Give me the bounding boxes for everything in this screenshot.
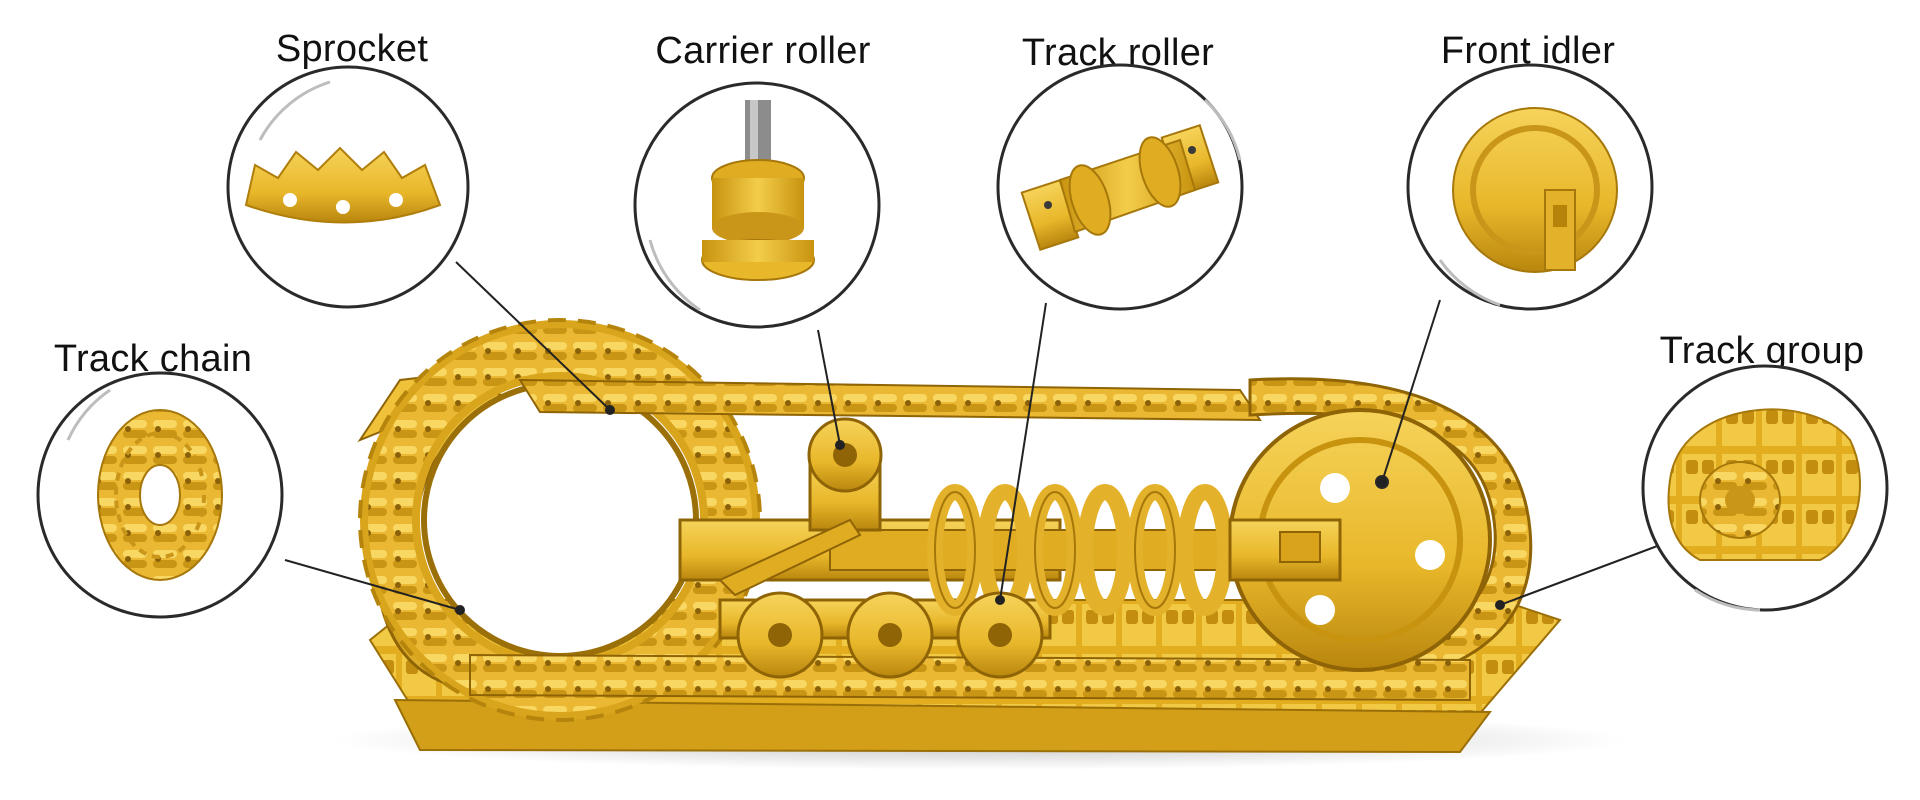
carrier-roller-icon <box>701 100 815 281</box>
lower-chain <box>469 653 1471 702</box>
leader-line-sprocket <box>455 261 611 411</box>
leader-line-carrier-roller <box>817 329 841 446</box>
callout-track-chain <box>36 371 284 619</box>
callout-front-idler <box>1406 63 1654 311</box>
label-sprocket: Sprocket <box>275 28 429 70</box>
track-chain-icon <box>97 409 223 581</box>
track-roller-icon <box>1020 124 1220 251</box>
callout-track-group <box>1641 364 1889 612</box>
recoil-spring <box>829 484 1342 616</box>
label-carrier-roller: Carrier roller <box>655 30 871 72</box>
track-group-icon <box>1667 408 1861 561</box>
leader-dots <box>455 405 1505 615</box>
leader-line-track-roller <box>999 302 1047 601</box>
undercarriage-assembly <box>330 318 1630 770</box>
leader-line-track-chain <box>284 559 461 611</box>
leader-lines <box>284 261 1661 611</box>
leader-line-track-group <box>1499 544 1661 606</box>
sprocket-icon <box>244 146 442 224</box>
callout-track-roller <box>996 63 1244 311</box>
carrier-roller-part <box>807 417 883 532</box>
upper-chain-left <box>518 378 1262 422</box>
grouser-row <box>393 698 1492 754</box>
callout-carrier-roller <box>633 81 881 329</box>
leader-line-front-idler <box>1381 299 1441 483</box>
frame-brace <box>718 518 862 597</box>
front-idler-icon <box>1452 107 1618 273</box>
callout-sprocket <box>226 65 470 309</box>
track-rollers <box>736 591 1044 679</box>
